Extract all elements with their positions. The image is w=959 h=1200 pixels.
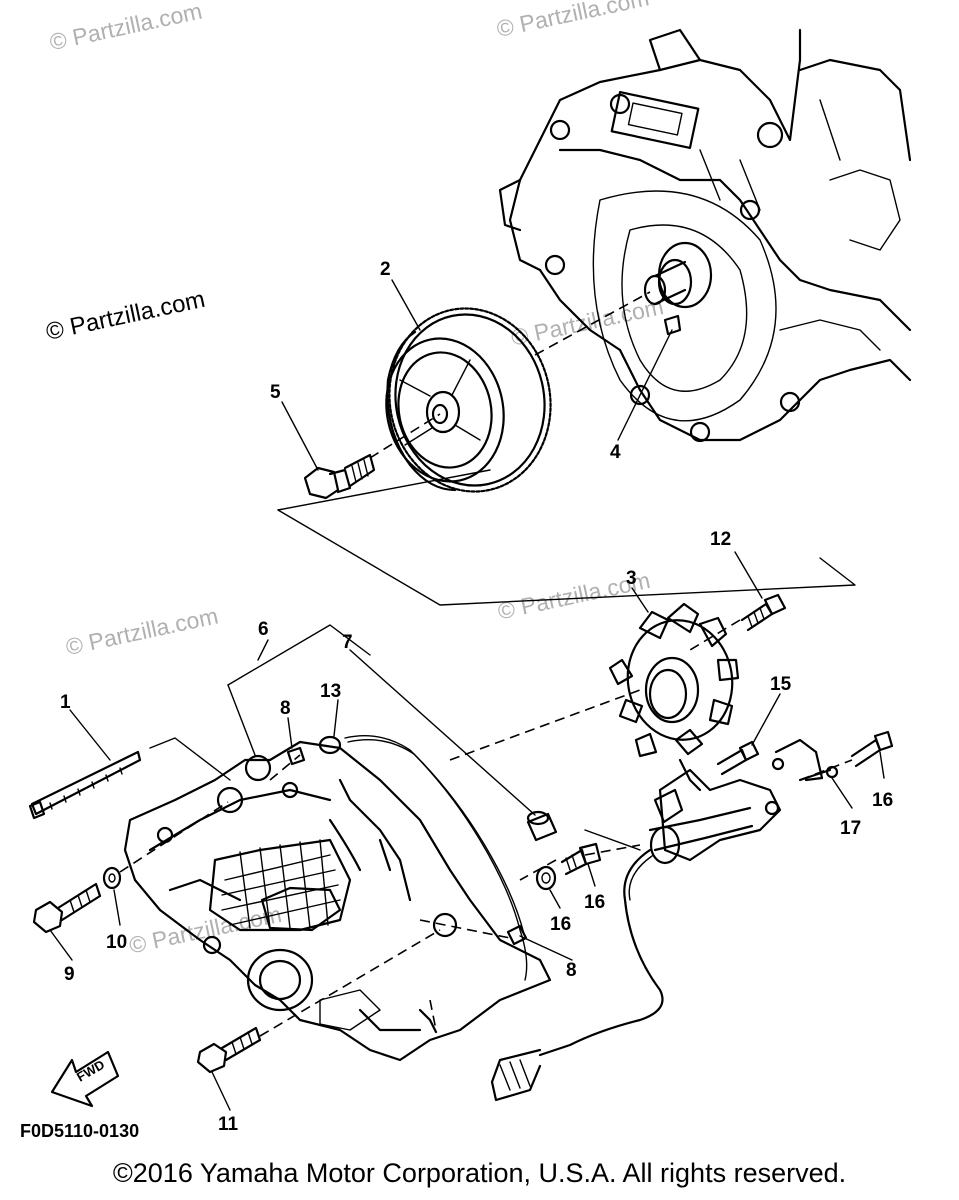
- callout-15: 16: [550, 914, 571, 935]
- watermark-text: © Partzilla.com: [509, 293, 666, 351]
- wire-harness: [490, 848, 664, 1102]
- copyright-notice: ©2016 Yamaha Motor Corporation, U.S.A. A…: [112, 1158, 847, 1188]
- callouts: 2 5 4 12 3 6 7 13 1 8 15 16 17 16 16 8 1…: [60, 259, 893, 1135]
- callout-17: 17: [840, 818, 861, 839]
- cover-gasket: [318, 735, 528, 981]
- callout-3: 3: [626, 568, 637, 589]
- callout-12: 13: [320, 681, 341, 702]
- cover-bolt-bottom: [196, 1026, 262, 1074]
- bracket-screw-right: [850, 730, 894, 768]
- callout-11: 11: [218, 1114, 239, 1135]
- leader-lines: [49, 279, 885, 1111]
- stator-coil: [608, 602, 740, 792]
- cover-screw-mid: [560, 842, 602, 876]
- pickup-coil-assembly: [648, 738, 839, 865]
- callout-7: 7: [342, 632, 353, 653]
- callout-6: 6: [258, 619, 269, 640]
- forward-arrow: FWD: [50, 1050, 120, 1108]
- callout-2: 2: [380, 259, 391, 280]
- watermark-text: © Partzilla.com: [494, 0, 651, 42]
- crankcase-cover: [123, 740, 552, 1062]
- assembly-lines: [119, 291, 853, 1037]
- pickup-screw: [716, 740, 760, 776]
- cover-bolt-left: [32, 882, 102, 934]
- callout-9: 9: [64, 964, 75, 985]
- callout-10: 10: [106, 932, 127, 953]
- fwd-label: FWD: [74, 1057, 107, 1085]
- stator-screw: [740, 593, 787, 632]
- flywheel-gear: [385, 307, 552, 493]
- cable-tie: [28, 750, 142, 820]
- callout-1: 1: [60, 692, 71, 713]
- watermark-text: © Partzilla.com: [47, 0, 204, 55]
- engine-crankcase: [498, 28, 912, 443]
- watermark-text: © Partzilla.com: [63, 602, 220, 660]
- group-brackets: [149, 469, 856, 851]
- callout-5: 5: [270, 382, 281, 403]
- callout-13: 12: [710, 529, 731, 550]
- flywheel-bolt: [303, 453, 376, 500]
- callout-14: 15: [770, 674, 792, 695]
- washer-right: [535, 865, 557, 891]
- callout-4: 4: [610, 442, 621, 463]
- cover-collar: [526, 810, 558, 842]
- callout-8-bottom: 8: [566, 960, 577, 981]
- watermark-text: © Partzilla.com: [44, 286, 208, 346]
- dowel-pin-top: [286, 746, 306, 766]
- callout-16-right: 16: [872, 790, 893, 811]
- callout-8-top: 8: [280, 698, 291, 719]
- callout-16-mid: 16: [584, 892, 605, 913]
- watermark-layer: © Partzilla.com © Partzilla.com © Partzi…: [47, 0, 666, 958]
- diagram-code: F0D5110-0130: [20, 1121, 139, 1141]
- washer-left: [102, 866, 122, 890]
